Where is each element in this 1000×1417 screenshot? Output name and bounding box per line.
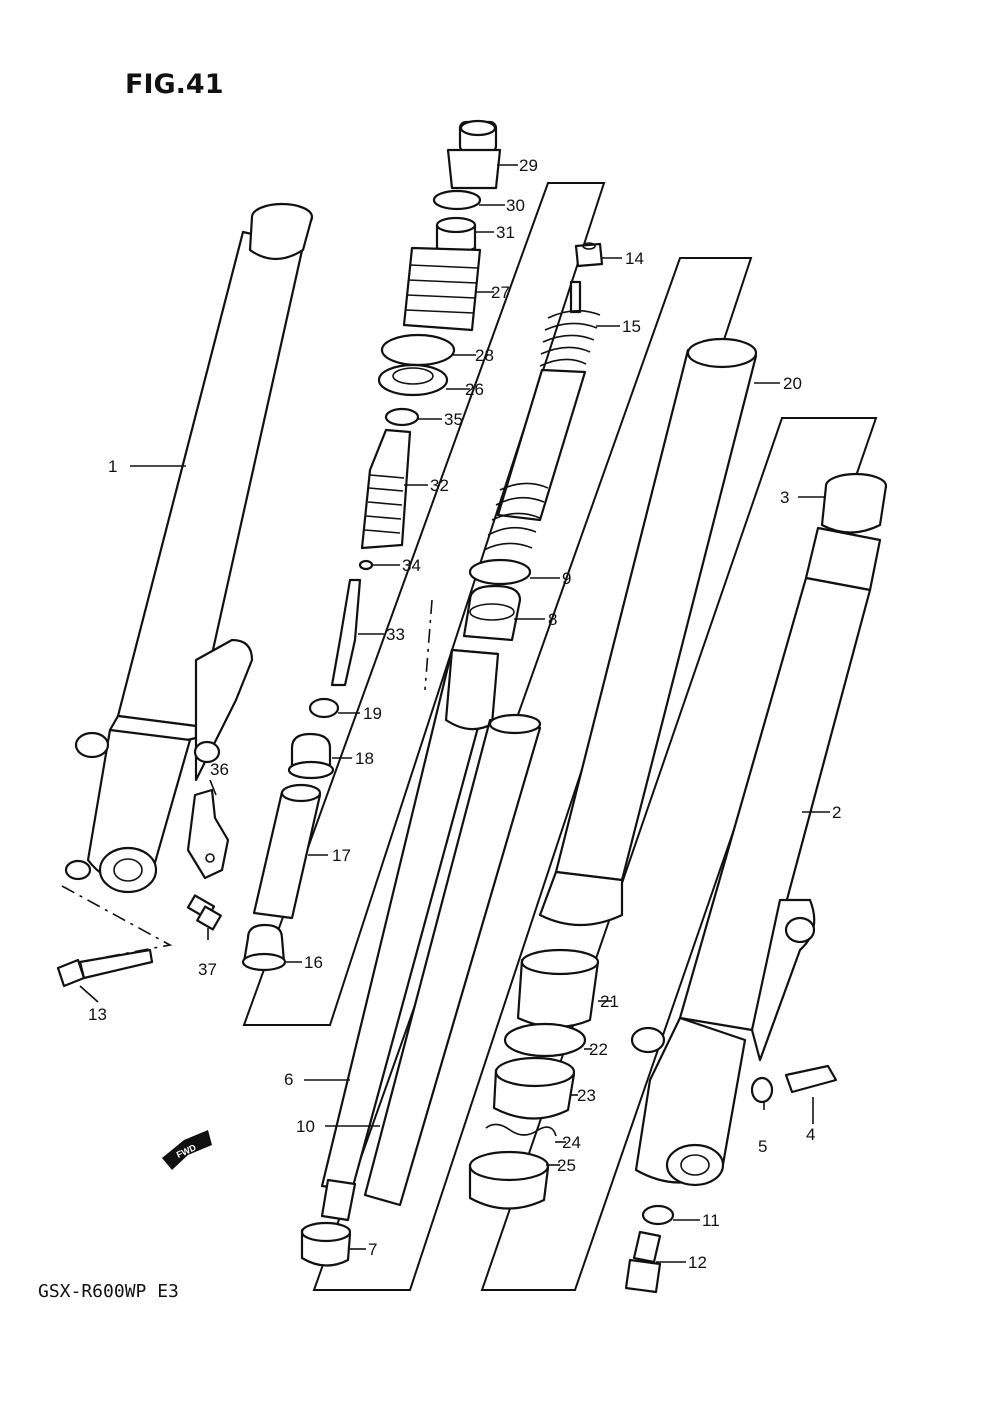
part-28-o-ring: [380, 333, 456, 367]
part-22-washer: [503, 1022, 587, 1058]
part-7-bushing: [300, 1221, 352, 1267]
part-1-outer-tube: [64, 202, 314, 894]
part-10-spring-tube: [363, 713, 542, 1207]
part-9-washer: [468, 558, 532, 586]
part-15-spring: [483, 280, 601, 551]
part-21-bushing: [516, 948, 600, 1029]
part-33-adjuster-rod: [330, 578, 362, 687]
callout-24: 24: [562, 1133, 581, 1152]
callout-labels: 1 2 3 4 5 6 7 8 9 10 11 12 13 14 15 16 1…: [88, 156, 841, 1272]
callout-34: 34: [402, 556, 421, 575]
callout-2: 2: [832, 803, 841, 822]
callout-37: 37: [198, 960, 217, 979]
callout-32: 32: [430, 476, 449, 495]
callout-21: 21: [600, 992, 619, 1011]
callout-16: 16: [304, 953, 323, 972]
part-19-washer: [308, 697, 340, 719]
callout-30: 30: [506, 196, 525, 215]
part-23-oil-seal: [492, 1056, 576, 1120]
callout-5: 5: [758, 1137, 767, 1156]
part-4-bleed-screw: [784, 1064, 838, 1094]
part-31-collar: [435, 216, 477, 255]
callout-11: 11: [702, 1211, 720, 1230]
part-27-adjuster-nut: [402, 246, 482, 332]
part-29-cap-bolt: [446, 119, 502, 190]
callout-9: 9: [562, 569, 571, 588]
callout-8: 8: [548, 610, 557, 629]
callout-4: 4: [806, 1125, 815, 1144]
callout-28: 28: [475, 346, 494, 365]
callout-36: 36: [210, 760, 229, 779]
figure-title: FIG.41: [125, 69, 223, 100]
callout-35: 35: [444, 410, 463, 429]
part-12-bolt: [624, 1230, 662, 1294]
part-25-dust-seal: [468, 1150, 550, 1210]
callout-17: 17: [332, 846, 351, 865]
part-37-bolt: [186, 894, 222, 931]
callout-25: 25: [557, 1156, 576, 1175]
inner-assembly-frame: [242, 182, 606, 1026]
callout-23: 23: [577, 1086, 596, 1105]
bolt-guide-line: [61, 885, 173, 963]
part-34-ring: [358, 559, 374, 571]
part-3-outer-cap: [820, 472, 888, 534]
callout-15: 15: [622, 317, 641, 336]
part-17-tube: [252, 783, 322, 920]
part-18-seat: [287, 732, 335, 780]
callout-13: 13: [88, 1005, 107, 1024]
part-13-bolt: [56, 948, 154, 988]
model-code: GSX-R600WP E3: [38, 1281, 179, 1302]
part-26-washer: [377, 363, 449, 397]
callout-7: 7: [368, 1240, 377, 1259]
callout-31: 31: [496, 223, 515, 242]
callout-27: 27: [491, 283, 510, 302]
callout-3: 3: [780, 488, 789, 507]
part-16-seat: [241, 923, 287, 972]
fwd-arrow-icon: FWD: [162, 1130, 212, 1170]
callout-10: 10: [296, 1117, 315, 1136]
callout-20: 20: [783, 374, 802, 393]
part-24-clip: [485, 1123, 557, 1137]
callout-14: 14: [625, 249, 644, 268]
callout-6: 6: [284, 1070, 293, 1089]
part-30-o-ring: [432, 189, 482, 211]
callout-18: 18: [355, 749, 374, 768]
part-35-o-ring: [384, 407, 420, 427]
callout-12: 12: [688, 1253, 707, 1272]
part-36-bracket: [186, 788, 230, 880]
callout-26: 26: [465, 380, 484, 399]
part-2-outer-tube: [630, 526, 882, 1187]
callout-19: 19: [363, 704, 382, 723]
part-5-washer: [750, 1076, 774, 1104]
part-14-nut: [574, 242, 604, 268]
callout-1: 1: [108, 457, 117, 476]
part-32-fitting: [360, 428, 412, 550]
part-20-inner-tube: [538, 337, 758, 927]
part-8-piston: [462, 584, 522, 642]
guide-line-center: [424, 599, 433, 691]
callout-29: 29: [519, 156, 538, 175]
part-11-washer: [641, 1204, 675, 1226]
leader-lines: [79, 164, 830, 1263]
callout-33: 33: [386, 625, 405, 644]
callout-22: 22: [589, 1040, 608, 1059]
